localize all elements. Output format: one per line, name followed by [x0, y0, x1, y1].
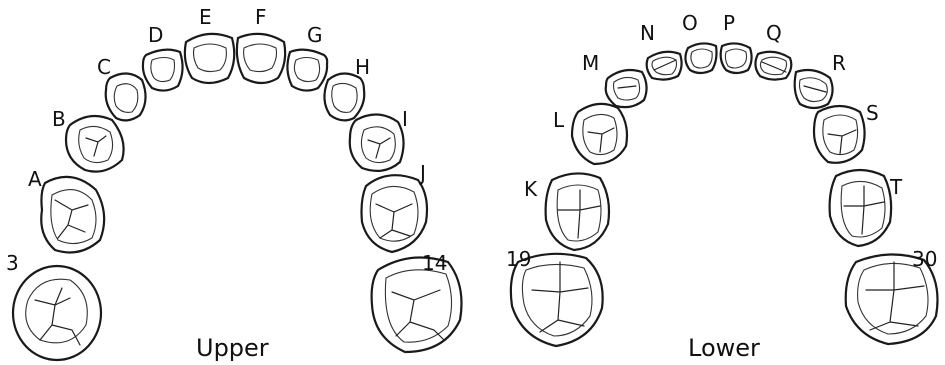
tooth-label-Q: Q [766, 21, 782, 45]
upper-caption: Upper [196, 334, 269, 362]
tooth-label-A: A [28, 167, 42, 191]
tooth-label-C: C [97, 55, 111, 79]
tooth-S [812, 104, 866, 164]
lower-caption: Lower [688, 334, 760, 362]
tooth-Q [754, 50, 793, 81]
tooth-label-L: L [553, 108, 565, 132]
tooth-label-D: D [148, 23, 163, 47]
tooth-E [183, 32, 236, 85]
tooth-F [235, 32, 287, 85]
tooth-3 [11, 264, 103, 362]
tooth-label-P: P [723, 11, 735, 35]
tooth-G [286, 48, 329, 92]
tooth-H [323, 72, 366, 122]
tooth-label-I: I [402, 107, 408, 131]
upper-arch: 3 A B C D E F G H I J 14 Upper [6, 5, 463, 362]
tooth-14 [370, 256, 463, 354]
tooth-label-14: 14 [422, 251, 447, 275]
tooth-label-G: G [307, 23, 323, 47]
tooth-D [141, 48, 184, 92]
tooth-19 [509, 252, 604, 348]
tooth-label-T: T [889, 175, 903, 199]
tooth-label-19: 19 [506, 247, 531, 271]
tooth-R [793, 68, 834, 110]
lower-arch: 19 K L M N O P Q R S T 30 Lower [506, 11, 939, 362]
tooth-label-E: E [199, 5, 212, 29]
tooth-T [828, 168, 893, 248]
tooth-P [719, 42, 753, 75]
tooth-L [570, 102, 629, 166]
tooth-label-K: K [524, 177, 538, 201]
tooth-label-30: 30 [912, 247, 937, 271]
tooth-label-S: S [866, 101, 879, 125]
tooth-label-F: F [255, 5, 267, 29]
tooth-label-H: H [355, 55, 370, 79]
tooth-label-J: J [418, 161, 426, 185]
tooth-label-R: R [832, 51, 846, 75]
tooth-O [684, 42, 718, 75]
tooth-J [360, 174, 429, 254]
tooth-30 [844, 253, 939, 346]
tooth-B [64, 114, 125, 173]
tooth-label-3: 3 [6, 251, 19, 275]
tooth-label-O: O [682, 11, 698, 35]
tooth-N [645, 50, 683, 81]
tooth-M [604, 68, 648, 109]
tooth-label-M: M [582, 51, 599, 75]
tooth-K [544, 172, 611, 252]
tooth-C [104, 72, 147, 122]
tooth-label-B: B [52, 107, 66, 131]
tooth-I [348, 113, 405, 173]
tooth-label-N: N [640, 21, 655, 45]
tooth-A [40, 175, 106, 254]
